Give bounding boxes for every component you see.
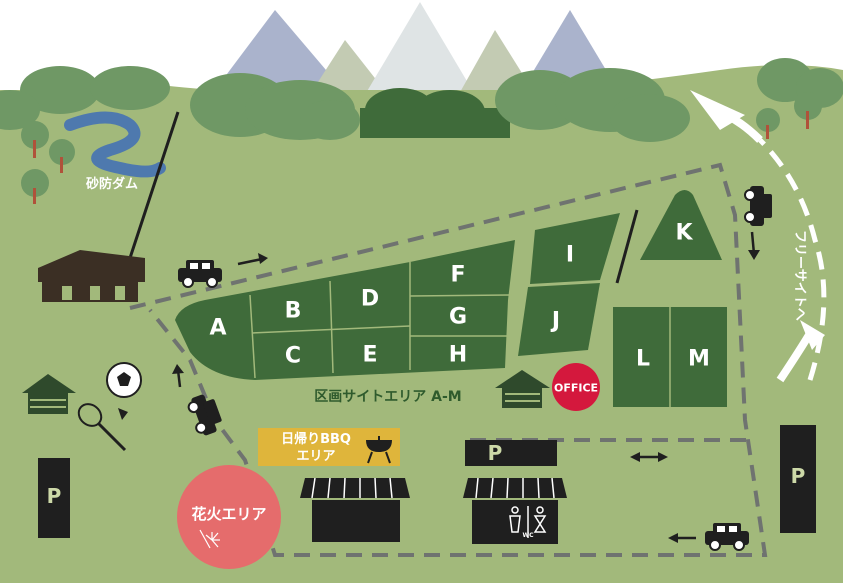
car-icon bbox=[705, 523, 749, 551]
shop-icon bbox=[463, 478, 567, 498]
shop-icon bbox=[312, 500, 400, 542]
tree-icon bbox=[610, 94, 690, 142]
arrow-icon bbox=[237, 257, 263, 266]
small-cabin bbox=[22, 374, 76, 414]
site-e-label: E bbox=[362, 343, 377, 368]
river bbox=[64, 111, 166, 178]
parking-lot-right[interactable]: P bbox=[780, 425, 816, 533]
cabin-icon bbox=[502, 386, 542, 408]
arrow-icon bbox=[748, 250, 760, 260]
sparkler-icon bbox=[199, 529, 220, 549]
site-h-label: H bbox=[449, 343, 467, 368]
tree-icon bbox=[49, 139, 75, 165]
power-line bbox=[128, 111, 180, 259]
arrow-icon bbox=[172, 364, 184, 374]
parking-label: P bbox=[488, 441, 503, 465]
parking-lot-left[interactable]: P bbox=[38, 458, 70, 538]
site-d-label: D bbox=[361, 287, 379, 312]
arrow-icon bbox=[658, 452, 668, 462]
toilet-icon bbox=[509, 506, 547, 538]
tree-icon bbox=[0, 90, 40, 130]
campground-road bbox=[129, 162, 768, 557]
site-block-i-j: I J bbox=[518, 213, 620, 356]
parking-lot bbox=[38, 458, 70, 538]
free-site-label: フリーサイトへ bbox=[792, 230, 807, 321]
cabin-icon bbox=[22, 374, 76, 393]
cabin-icon bbox=[38, 250, 145, 282]
site-f-label: F bbox=[450, 263, 465, 288]
fireworks-badge bbox=[177, 465, 281, 569]
tree-icon bbox=[20, 66, 100, 114]
restroom-building[interactable]: P WC bbox=[463, 440, 567, 544]
dam-label: 砂防ダム bbox=[85, 176, 138, 192]
fence-line bbox=[615, 209, 639, 284]
badminton-icon bbox=[77, 403, 128, 452]
office-label: OFFICE bbox=[554, 382, 598, 395]
arrow-icon bbox=[706, 104, 763, 143]
tree-icon bbox=[90, 66, 170, 110]
arrow-icon bbox=[630, 452, 640, 462]
site-g-label: G bbox=[449, 305, 467, 330]
parking-label: P bbox=[791, 464, 806, 488]
office[interactable]: OFFICE bbox=[495, 363, 600, 411]
site-b-label: B bbox=[285, 299, 302, 324]
lodge bbox=[38, 250, 145, 302]
arrow-icon bbox=[800, 320, 825, 350]
site-l-label: L bbox=[636, 347, 650, 372]
arrow-icon bbox=[668, 533, 678, 543]
tree-icon bbox=[21, 121, 49, 149]
parking-sign bbox=[465, 440, 557, 466]
bbq-area[interactable]: 日帰りBBQ エリア bbox=[258, 428, 400, 466]
shop-icon bbox=[300, 478, 410, 498]
bbq-label-line2: エリア bbox=[296, 449, 335, 464]
tree-icon bbox=[794, 92, 822, 120]
parking-label: P bbox=[47, 484, 62, 508]
site-j-label: J bbox=[550, 309, 560, 334]
arrow-icon bbox=[258, 253, 268, 264]
fireworks-area[interactable]: 花火エリア bbox=[177, 465, 281, 569]
fireworks-label: 花火エリア bbox=[191, 505, 266, 523]
car-icon bbox=[744, 186, 772, 226]
site-j bbox=[518, 283, 600, 356]
bbq-shelter bbox=[300, 477, 410, 542]
site-a-label: A bbox=[209, 316, 226, 341]
bbq-grill-icon bbox=[366, 436, 392, 464]
forest bbox=[0, 58, 843, 142]
site-c-label: C bbox=[285, 344, 301, 369]
office-badge bbox=[552, 363, 600, 411]
forest-band bbox=[360, 108, 510, 138]
site-i-label: I bbox=[566, 243, 574, 268]
parking-lot bbox=[780, 425, 816, 533]
site-k bbox=[640, 190, 722, 260]
site-block-l-m: L M bbox=[613, 307, 727, 407]
site-k-label: K bbox=[675, 221, 693, 246]
tree-icon bbox=[300, 100, 360, 140]
cabin-icon bbox=[495, 370, 550, 388]
site-i bbox=[530, 213, 620, 284]
small-trees-left bbox=[21, 92, 822, 204]
bbq-label-line1: 日帰りBBQ bbox=[281, 431, 351, 447]
site-area bbox=[175, 240, 515, 380]
wc-label: WC bbox=[522, 532, 534, 539]
soccer-ball-icon bbox=[106, 362, 142, 398]
tree-icon bbox=[21, 169, 49, 197]
site-block-a-h: A B C D E F G H bbox=[175, 240, 515, 380]
site-m-label: M bbox=[688, 347, 710, 372]
site-area-label: 区画サイトエリア A-M bbox=[314, 389, 461, 405]
car-icon bbox=[187, 394, 222, 436]
direction-arrows bbox=[172, 231, 760, 543]
car-icon bbox=[178, 260, 222, 288]
tree-icon bbox=[756, 108, 780, 132]
cabin-icon bbox=[28, 392, 68, 414]
